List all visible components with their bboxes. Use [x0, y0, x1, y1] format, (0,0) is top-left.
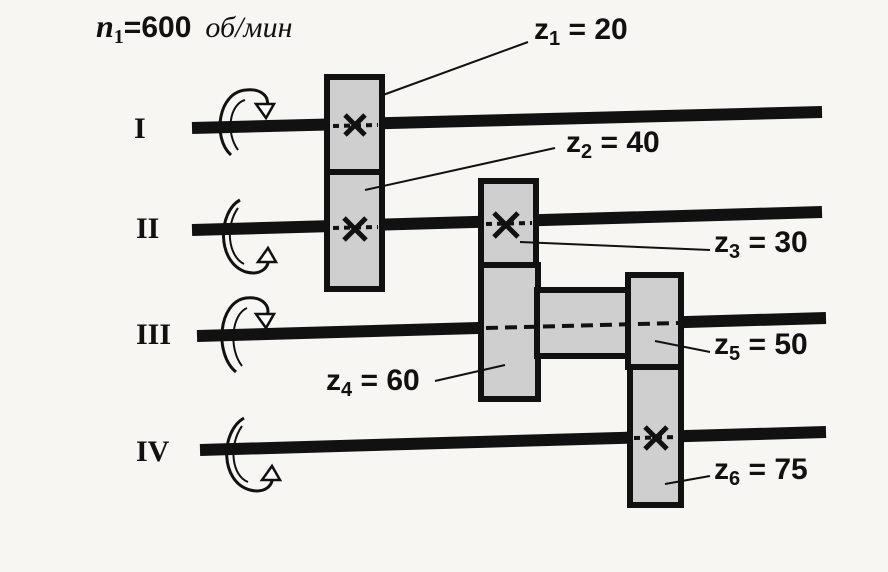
gear-eq: = [592, 126, 627, 159]
gear-teeth: 30 [774, 226, 808, 259]
gear-eq: = [352, 364, 387, 397]
shaft-label-I: I [134, 112, 146, 145]
gear-eq: = [740, 226, 775, 259]
key-cross-z6 [643, 425, 669, 451]
shaft-label-III: III [136, 318, 172, 351]
speed-symbol: n [96, 8, 114, 44]
rotation-arrow-I-icon [218, 88, 277, 157]
gear-index: 4 [341, 379, 353, 401]
input-speed: n1=600 об/мин [96, 10, 292, 47]
speed-index: 1 [113, 26, 124, 48]
gear-symbol: z [714, 453, 729, 486]
gear-z4 [478, 262, 541, 402]
shaft-I [191, 106, 823, 134]
gear-teeth: 20 [594, 13, 628, 46]
shaft-label-II: II [136, 212, 160, 245]
gear-symbol: z [566, 126, 581, 159]
leader-z6 [664, 475, 711, 485]
leader-z1 [382, 41, 529, 96]
key-cross-z2 [342, 216, 368, 242]
rotation-arrow-III-icon [220, 296, 277, 374]
gear-symbol: z [534, 13, 549, 46]
gear-index: 2 [581, 141, 593, 163]
gear-teeth: 75 [774, 453, 808, 486]
gear-index: 1 [549, 28, 561, 50]
gear-z5 [625, 272, 684, 370]
gear-symbol: z [714, 328, 729, 361]
gear-eq: = [560, 13, 595, 46]
gear-symbol: z [714, 226, 729, 259]
key-cross-z1 [343, 113, 367, 137]
leader-z5 [654, 340, 711, 353]
shaft-III-in-block [485, 321, 679, 330]
shaft-IV [199, 426, 827, 456]
shaft-label-IV: IV [136, 435, 170, 468]
gear-label-z2: z2 = 40 [566, 126, 660, 163]
leader-z4 [434, 364, 506, 382]
gear-label-z5: z5 = 50 [714, 328, 808, 365]
gear-teeth: 40 [626, 126, 660, 159]
gear-hub-III [534, 287, 632, 359]
speed-value: 600 [141, 11, 192, 44]
gear-label-z6: z6 = 75 [714, 453, 808, 490]
gear-symbol: z [326, 364, 341, 397]
gear-teeth: 50 [774, 328, 808, 361]
gear-index: 5 [729, 343, 741, 365]
leader-z2 [364, 147, 556, 191]
speed-eq: = [123, 11, 142, 44]
key-cross-z3 [492, 211, 520, 239]
gear-label-z4: z4 = 60 [326, 364, 420, 401]
rotation-arrow-II-icon [222, 198, 279, 275]
gear-teeth: 60 [386, 364, 420, 397]
gear-index: 3 [729, 241, 741, 263]
speed-unit: об/мин [205, 11, 293, 44]
gear-label-z1: z1 = 20 [534, 13, 628, 50]
gear-index: 6 [729, 468, 741, 490]
gear-eq: = [740, 453, 775, 486]
leader-z3 [519, 241, 711, 251]
gear-eq: = [740, 328, 775, 361]
gear-label-z3: z3 = 30 [714, 226, 808, 263]
rotation-arrow-IV-icon [225, 416, 283, 493]
